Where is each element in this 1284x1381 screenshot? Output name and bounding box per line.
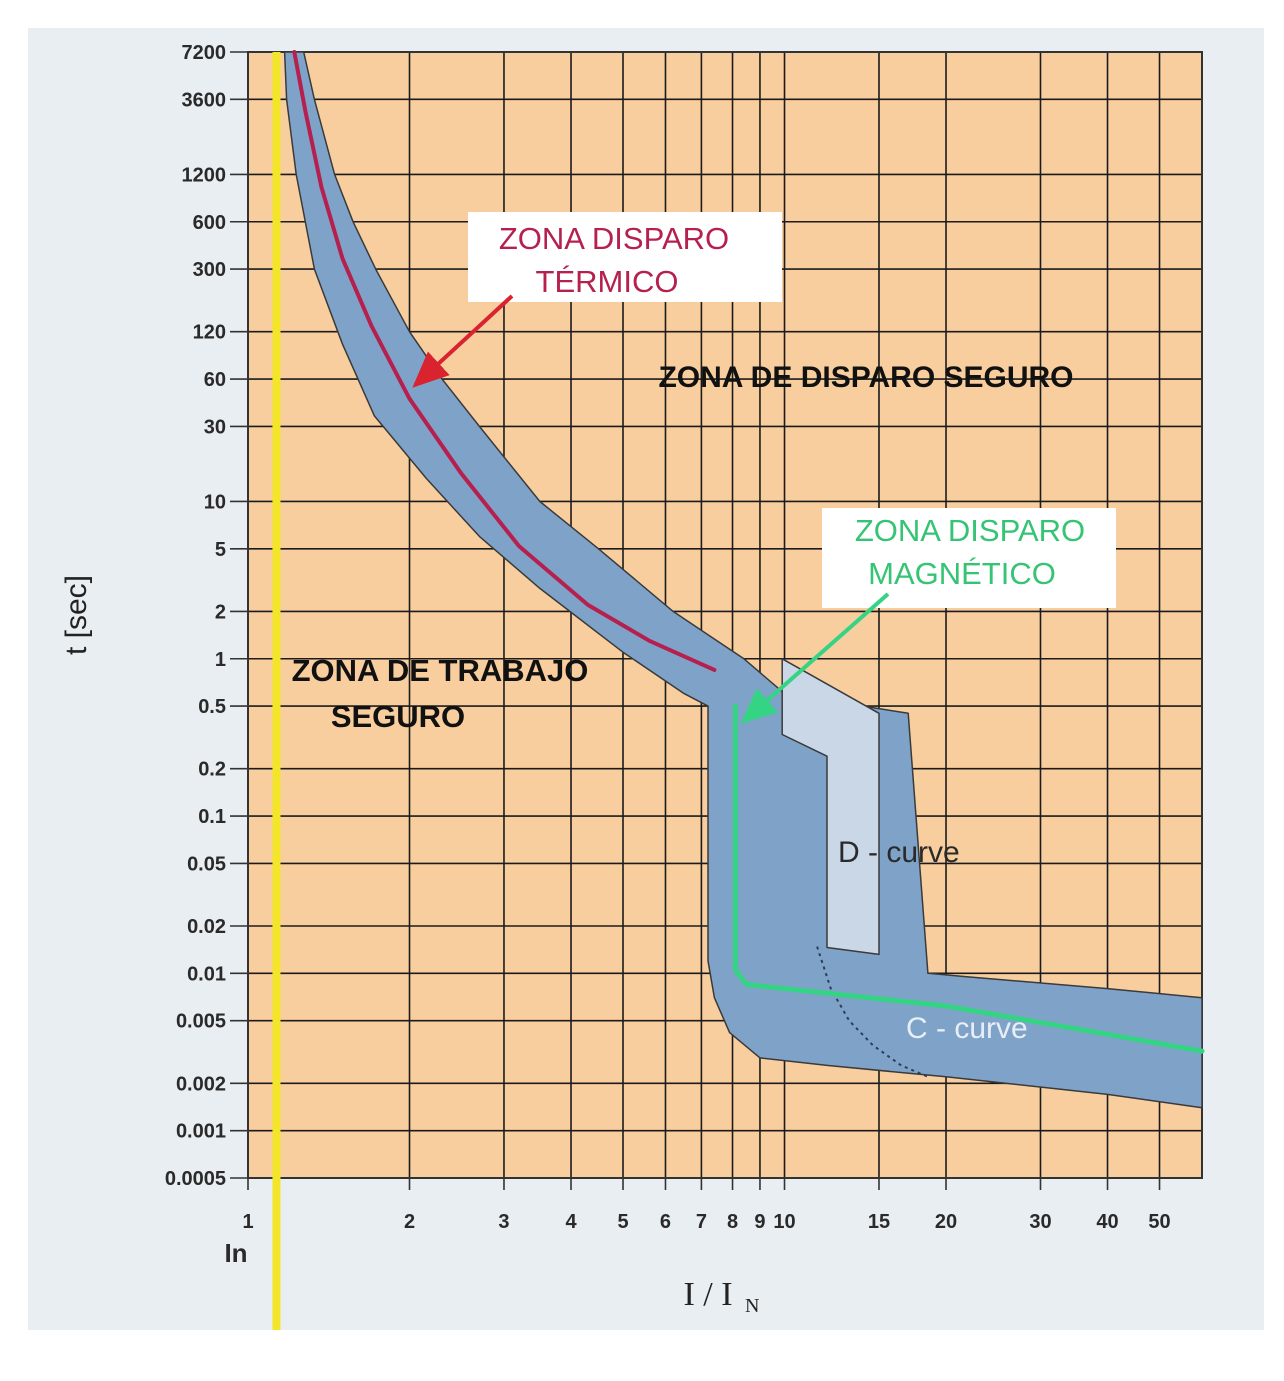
x-tick-label: 8 [727,1211,738,1233]
dotted-boundary-line [816,946,929,1078]
thermic-trip-line [292,50,717,672]
y-tick-label: 0.005 [176,1011,226,1033]
magnetico-arrow [740,592,890,724]
x-tick-label: 1 [242,1211,253,1233]
x-tick-label: 2 [404,1211,415,1233]
y-tick-label: 7200 [182,42,227,64]
x-tick-label: 10 [773,1211,795,1233]
c-curve-band [283,51,1203,1109]
termico-callout-line2: TÉRMICO [536,264,679,299]
x-tick-label: 20 [935,1211,957,1233]
x-tick-label: 50 [1148,1211,1170,1233]
x-axis-title-subscript: N [745,1295,759,1317]
y-tick-label: 600 [193,212,226,234]
x-tick-label: 9 [754,1211,765,1233]
y-tick-label: 0.001 [176,1121,226,1143]
y-tick-label: 60 [204,369,226,391]
termico-callout-line1: ZONA DISPARO [499,221,729,256]
zona-trabajo-seguro-line1: ZONA DE TRABAJO [292,653,589,688]
y-tick-label: 0.01 [187,963,226,985]
termico-callout-box [468,212,782,302]
y-tick-label: 5 [215,539,226,561]
x-tick-label: 5 [617,1211,628,1233]
d-curve-band [781,658,880,956]
y-tick-label: 0.05 [187,853,226,875]
y-tick-label: 300 [193,259,226,281]
x-tick-label: 4 [565,1211,577,1233]
y-tick-label: 2 [215,601,226,623]
termico-arrow [412,294,514,388]
y-tick-label: 0.1 [198,806,226,828]
magnetico-callout-line1: ZONA DISPARO [855,513,1085,548]
x-tick-label: 40 [1096,1211,1118,1233]
y-tick-label: 3600 [182,89,227,111]
y-tick-label: 0.02 [187,916,226,938]
c-curve-label: C - curve [906,1012,1028,1045]
y-tick-label: 120 [193,322,226,344]
magnetico-callout-box [822,508,1116,608]
x-tick-label: 7 [696,1211,707,1233]
plot-frame [247,51,1203,1179]
y-tick-label: 0.002 [176,1073,226,1095]
y-tick-label: 1 [215,649,226,671]
x-tick-label: 30 [1029,1211,1051,1233]
x-tick-label: 3 [498,1211,509,1233]
zona-disparo-seguro-label: ZONA DE DISPARO SEGURO [658,361,1073,394]
x-tick-label: 15 [868,1211,890,1233]
x-tick-label: 6 [660,1211,671,1233]
zona-trabajo-seguro-line2: SEGURO [331,699,465,734]
x-axis-title: I / I [683,1276,732,1313]
y-tick-label: 10 [204,491,226,513]
y-tick-label: 1200 [182,164,227,186]
magnetic-trip-line [732,703,1205,1054]
y-axis-title: t [sec] [60,575,93,655]
y-tick-label: 0.5 [198,696,226,718]
y-tick-label: 0.2 [198,759,226,781]
d-curve-label: D - curve [838,836,960,869]
in-label: In [224,1238,247,1268]
magnetico-callout-line2: MAGNÉTICO [868,556,1056,591]
y-tick-label: 0.0005 [165,1168,226,1190]
y-tick-label: 30 [204,416,226,438]
